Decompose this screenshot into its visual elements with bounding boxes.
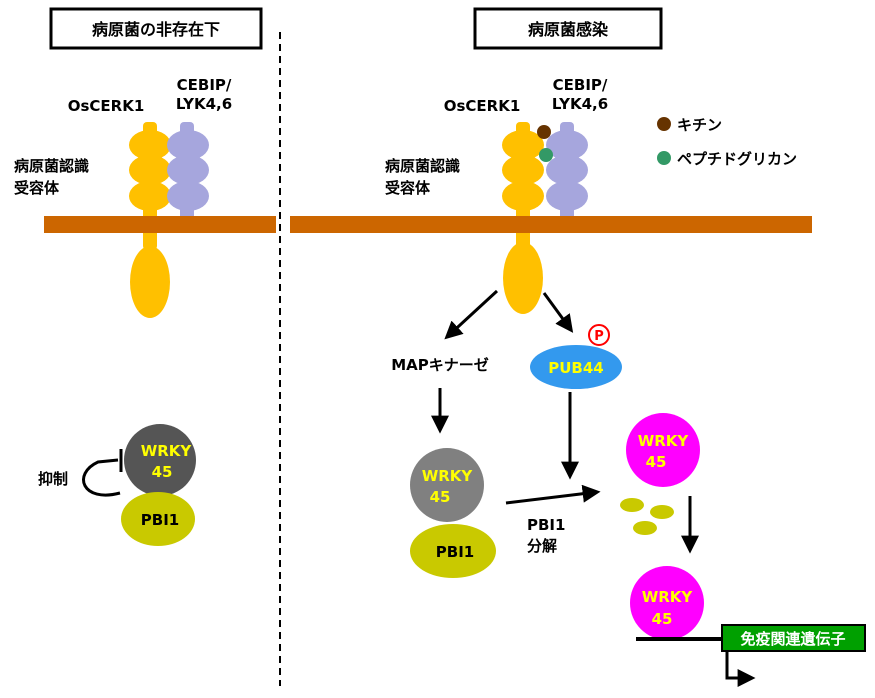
bound-chitin	[537, 125, 551, 139]
left-cebip-label-line2: LYK4,6	[176, 95, 232, 113]
arrow-to-map-kinase	[444, 289, 499, 340]
left-wrky45-label-line2: 45	[152, 463, 173, 481]
pbi1-fragment-2	[650, 505, 674, 519]
pbi1-degradation-label-line2: 分解	[527, 537, 557, 555]
left-receptor-label-line2: 受容体	[14, 179, 60, 197]
immune-genes-label: 免疫関連遺伝子	[740, 630, 845, 648]
legend-peptidoglycan-dot	[657, 151, 671, 165]
right-cebip-receptor	[546, 122, 588, 227]
wrky45-gray-label-line1: WRKY	[422, 467, 474, 485]
right-oscerk1-receptor	[502, 122, 544, 314]
pbi1-bound-label: PBI1	[436, 543, 474, 561]
right-cebip-label-line1: CEBIP/	[553, 76, 608, 94]
pub44-label: PUB44	[548, 359, 603, 377]
left-membrane	[44, 216, 276, 233]
wrky45-free-label-line1: WRKY	[638, 432, 690, 450]
arrow-to-degradation	[505, 484, 601, 505]
phospho-label: P	[594, 329, 604, 344]
left-title: 病原菌の非存在下	[92, 20, 220, 39]
wrky45-free	[626, 413, 700, 487]
bound-peptidoglycan	[539, 148, 553, 162]
wrky45-free-label-line2: 45	[646, 453, 667, 471]
left-pbi1	[121, 492, 195, 546]
left-title-box	[49, 7, 263, 50]
immune-genes-box	[721, 624, 866, 652]
right-receptor-label-line1: 病原菌認識	[385, 157, 460, 175]
wrky45-phosphorylated	[410, 448, 484, 522]
wrky45-bound-dna	[630, 566, 704, 640]
wrky45-gray-label-line2: 45	[430, 488, 451, 506]
legend-chitin-label: キチン	[677, 116, 722, 134]
left-cebip-label-line1: CEBIP/	[177, 76, 232, 94]
left-wrky45-inactive	[124, 424, 196, 496]
left-oscerk1-label: OsCERK1	[68, 97, 145, 115]
wrky45-dna-label-line2: 45	[652, 610, 673, 628]
pbi1-fragment-1	[620, 498, 644, 512]
left-pbi1-label: PBI1	[141, 511, 179, 529]
left-wrky45-label-line1: WRKY	[141, 442, 193, 460]
wrky45-dna-label-line1: WRKY	[642, 588, 694, 606]
map-kinase-label: MAPキナーゼ	[391, 356, 489, 374]
pbi1-fragment-3	[633, 521, 657, 535]
inhibition-label: 抑制	[38, 470, 68, 488]
phospho-marker	[588, 324, 610, 346]
right-title: 病原菌感染	[528, 20, 609, 39]
right-title-box	[473, 7, 663, 50]
pub44	[530, 345, 622, 389]
left-receptor-label-line1: 病原菌認識	[14, 157, 89, 175]
legend-chitin-dot	[657, 117, 671, 131]
pbi1-bound	[410, 524, 496, 578]
right-cebip-label-line2: LYK4,6	[552, 95, 608, 113]
right-oscerk1-label: OsCERK1	[444, 97, 521, 115]
transcription-arrow	[725, 651, 756, 687]
right-membrane	[290, 216, 812, 233]
arrow-to-pub44	[542, 292, 574, 333]
pbi1-degradation-label-line1: PBI1	[527, 516, 565, 534]
left-cebip-receptor	[167, 122, 209, 227]
right-receptor-label-line2: 受容体	[385, 179, 431, 197]
legend-peptidoglycan-label: ペプチドグリカン	[677, 150, 797, 168]
inhibition-loop	[82, 458, 121, 497]
